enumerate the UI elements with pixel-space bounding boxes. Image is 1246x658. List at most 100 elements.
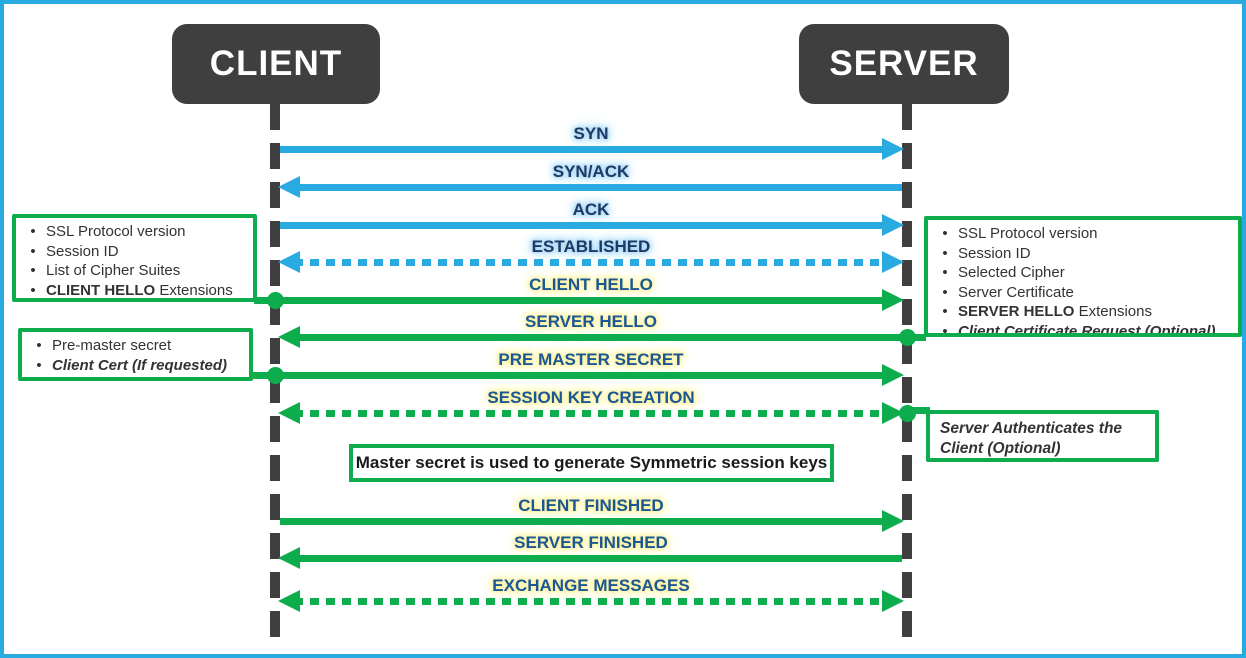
arrowhead-right-icon xyxy=(882,590,904,612)
note-text-segment: Selected Cipher xyxy=(958,264,1065,281)
note-text-segment: SERVER HELLO xyxy=(958,303,1075,320)
note-connector-line xyxy=(254,297,278,304)
note-list-item: • Client Certificate Request (Optional) xyxy=(932,322,1232,337)
arrowhead-left-icon xyxy=(278,547,300,569)
arrowhead-left-icon xyxy=(278,326,300,348)
message-label: CLIENT HELLO xyxy=(529,275,653,294)
message-label: SYN/ACK xyxy=(552,162,630,181)
arrow-shaft xyxy=(294,259,888,266)
note-text-segment: Server Authenticates the Client (Optiona… xyxy=(940,420,1123,457)
note-list-item: • List of Cipher Suites xyxy=(20,261,247,281)
arrow-shaft xyxy=(280,518,888,525)
note-item-text: SSL Protocol version xyxy=(46,222,186,242)
message-arrow xyxy=(278,326,902,348)
bullet-icon: • xyxy=(942,322,948,337)
note-list-item: • Client Cert (If requested) xyxy=(26,356,243,376)
server-actor-box: SERVER xyxy=(799,24,1009,104)
note-list-item: • SSL Protocol version xyxy=(20,222,247,242)
arrow-shaft xyxy=(280,146,888,153)
note-text-segment: SSL Protocol version xyxy=(46,223,186,240)
pre-master-secret-note: • Pre-master secret • Client Cert (If reque… xyxy=(18,328,253,381)
note-text-segment: Client Cert (If requested) xyxy=(52,356,228,374)
message-label: ESTABLISHED xyxy=(531,237,651,256)
arrow-shaft xyxy=(294,555,902,562)
note-list-item: • SERVER HELLO Extensions xyxy=(932,302,1232,322)
note-list-item: • Pre-master secret xyxy=(26,336,243,356)
message-label: SERVER FINISHED xyxy=(514,533,668,552)
note-connector-line xyxy=(250,372,278,379)
note-item-text: CLIENT HELLO Extensions xyxy=(46,281,233,299)
bullet-icon: • xyxy=(942,244,948,262)
message-label: CLIENT FINISHED xyxy=(518,496,664,515)
bullet-icon: • xyxy=(942,283,948,301)
arrowhead-left-icon xyxy=(278,590,300,612)
message-arrow xyxy=(280,510,904,532)
note-text-segment: Session ID xyxy=(46,242,119,260)
note-item-text: Server Authenticates the Client (Optiona… xyxy=(940,419,1149,458)
message-label: SESSION KEY CREATION xyxy=(487,388,695,407)
note-text-segment: Client Certificate Request (Optional) xyxy=(958,322,1216,337)
arrowhead-left-icon xyxy=(278,251,300,273)
note-list-item: • Selected Cipher xyxy=(932,263,1232,283)
arrowhead-left-icon xyxy=(278,402,300,424)
note-text-segment: Session ID xyxy=(958,244,1031,262)
note-text-segment: Extensions xyxy=(1074,303,1152,320)
bullet-icon: • xyxy=(942,303,948,320)
client-actor-box: CLIENT xyxy=(172,24,380,104)
server-authenticates-note: Server Authenticates the Client (Optiona… xyxy=(926,410,1159,462)
client-hello-note: • SSL Protocol version • Session ID • List of… xyxy=(12,214,257,302)
note-text-segment: Extensions xyxy=(155,281,233,299)
note-item-text: SSL Protocol version xyxy=(958,224,1098,244)
message-arrow xyxy=(278,402,904,424)
master-secret-note-text: Master secret is used to generate Symmet… xyxy=(355,453,828,472)
bullet-icon: • xyxy=(36,356,42,374)
note-connector-line xyxy=(906,407,930,414)
arrowhead-right-icon xyxy=(882,251,904,273)
arrowhead-right-icon xyxy=(882,510,904,532)
message-arrow xyxy=(280,364,904,386)
arrowhead-right-icon xyxy=(882,138,904,160)
note-item-text: List of Cipher Suites xyxy=(46,261,180,281)
arrow-shaft xyxy=(280,222,888,229)
note-item-text: Client Cert (If requested) xyxy=(52,356,227,376)
message-label: ACK xyxy=(572,200,610,219)
note-list-item: • Session ID xyxy=(20,242,247,262)
note-item-text: Pre-master secret xyxy=(52,336,171,356)
note-connector-line xyxy=(906,334,926,341)
bullet-icon: • xyxy=(30,242,36,260)
server-hello-note: •SSL Protocol version•Session ID•Selecte… xyxy=(924,216,1242,337)
note-text-segment: SSL Protocol version xyxy=(958,225,1098,242)
message-label: PRE MASTER SECRET xyxy=(498,350,684,369)
note-item-text: Server Certificate xyxy=(958,283,1074,303)
note-text-segment: CLIENT HELLO xyxy=(46,281,156,299)
arrowhead-right-icon xyxy=(882,402,904,424)
note-item-text: Session ID xyxy=(46,242,119,262)
note-list-item: • Server Certificate xyxy=(932,283,1232,303)
bullet-icon: • xyxy=(30,223,36,240)
note-list-item: Server Authenticates the Client (Optiona… xyxy=(940,419,1149,458)
message-arrow xyxy=(278,590,904,612)
message-arrow xyxy=(280,289,904,311)
note-text-segment: Server Certificate xyxy=(958,283,1074,301)
master-secret-note: Master secret is used to generate Symmet… xyxy=(349,444,834,482)
note-item-text: SERVER HELLO Extensions xyxy=(958,302,1152,322)
arrow-shaft xyxy=(280,297,888,304)
note-text-segment: List of Cipher Suites xyxy=(46,262,181,279)
note-list-item: •SSL Protocol version xyxy=(932,224,1232,244)
bullet-icon: • xyxy=(942,264,948,281)
note-list-item: • CLIENT HELLO Extensions xyxy=(20,281,247,299)
message-arrow xyxy=(280,214,904,236)
arrow-shaft xyxy=(294,334,902,341)
note-item-text: Selected Cipher xyxy=(958,263,1065,283)
note-item-text: Client Certificate Request (Optional) xyxy=(958,322,1216,337)
bullet-icon: • xyxy=(36,337,42,354)
server-lifeline xyxy=(902,104,912,649)
message-arrow xyxy=(278,176,902,198)
note-text-segment: Pre-master secret xyxy=(52,337,172,354)
bullet-icon: • xyxy=(30,281,36,299)
arrow-shaft xyxy=(294,598,888,605)
message-label: SERVER HELLO xyxy=(525,312,657,331)
message-label: EXCHANGE MESSAGES xyxy=(492,576,690,595)
bullet-icon: • xyxy=(30,262,36,279)
